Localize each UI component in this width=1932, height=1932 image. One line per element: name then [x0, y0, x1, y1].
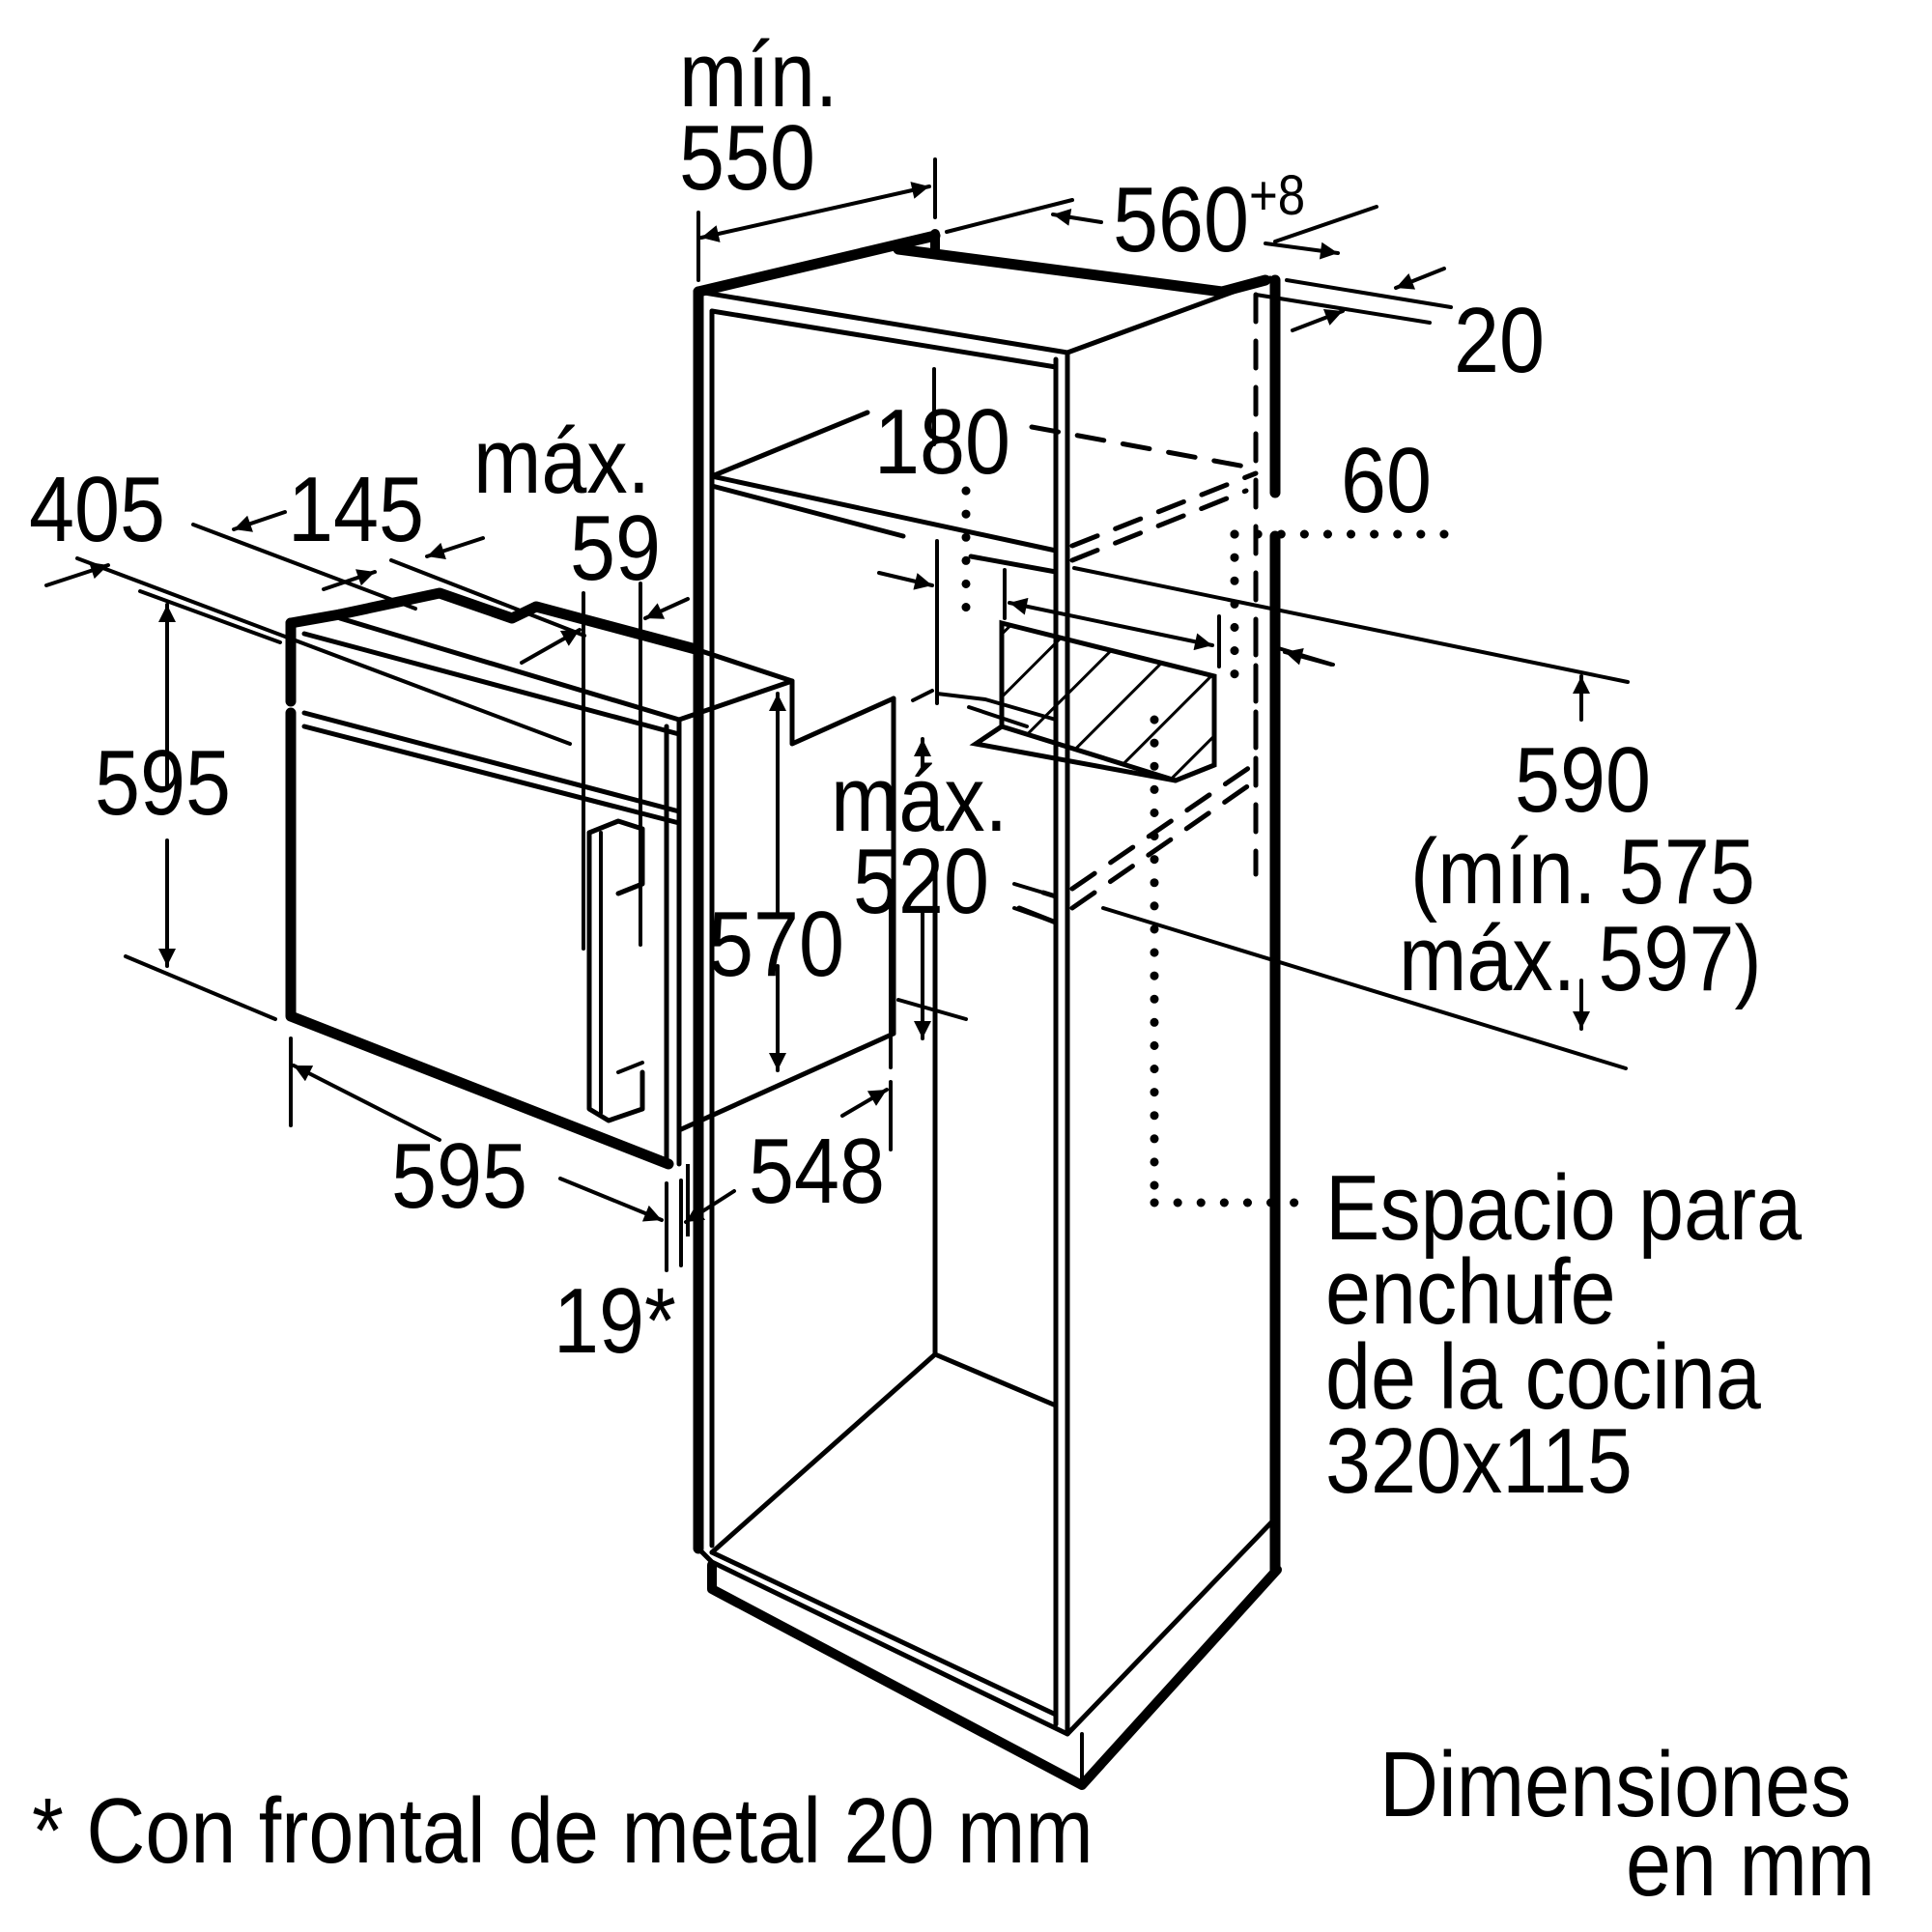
label-595-width: 595 — [391, 1124, 527, 1228]
label-socket-line3: de la cocina — [1325, 1325, 1761, 1429]
label-590-max: máx. 597) — [1399, 907, 1762, 1010]
label-590: 590 — [1515, 728, 1651, 832]
label-socket-line1: Espacio para — [1325, 1156, 1803, 1260]
label-20: 20 — [1454, 289, 1545, 392]
tall-cabinet — [693, 229, 1630, 1790]
label-595-height: 595 — [95, 731, 231, 835]
label-560-tolerance: +8 — [1248, 164, 1306, 227]
footnote-metal-front: * Con frontal de metal 20 mm — [32, 1779, 1094, 1883]
label-units-line2: en mm — [1626, 1812, 1876, 1916]
socket-dotted-guides — [961, 486, 1463, 1208]
label-max-520-line1: máx. — [831, 748, 1009, 851]
label-socket-line2: enchufe — [1325, 1240, 1616, 1344]
label-560-value: 560 — [1113, 168, 1249, 271]
label-180: 180 — [874, 390, 1010, 494]
label-max-59-line2: 59 — [570, 497, 661, 600]
label-560: 560+8 — [1113, 168, 1305, 267]
label-min-550-line1: mín. — [679, 23, 838, 127]
label-570: 570 — [708, 893, 844, 996]
label-19-asterisk: 19* — [554, 1269, 676, 1373]
depth-ticks — [686, 1164, 701, 1256]
label-max-520-line2: 520 — [853, 830, 989, 933]
label-socket-line4: 320x115 — [1325, 1409, 1633, 1513]
dimension-lines — [44, 157, 1590, 1272]
oven — [285, 587, 934, 1170]
label-590-min: (mín. 575 — [1410, 820, 1755, 923]
label-units-line1: Dimensiones — [1379, 1733, 1852, 1836]
socket-area-hatch — [969, 619, 1217, 783]
label-145: 145 — [288, 458, 424, 561]
label-min-550-line2: 550 — [679, 106, 815, 210]
label-548: 548 — [749, 1120, 885, 1223]
label-max-59-line1: máx. — [473, 410, 651, 513]
label-60: 60 — [1341, 429, 1432, 532]
label-405: 405 — [29, 458, 165, 561]
